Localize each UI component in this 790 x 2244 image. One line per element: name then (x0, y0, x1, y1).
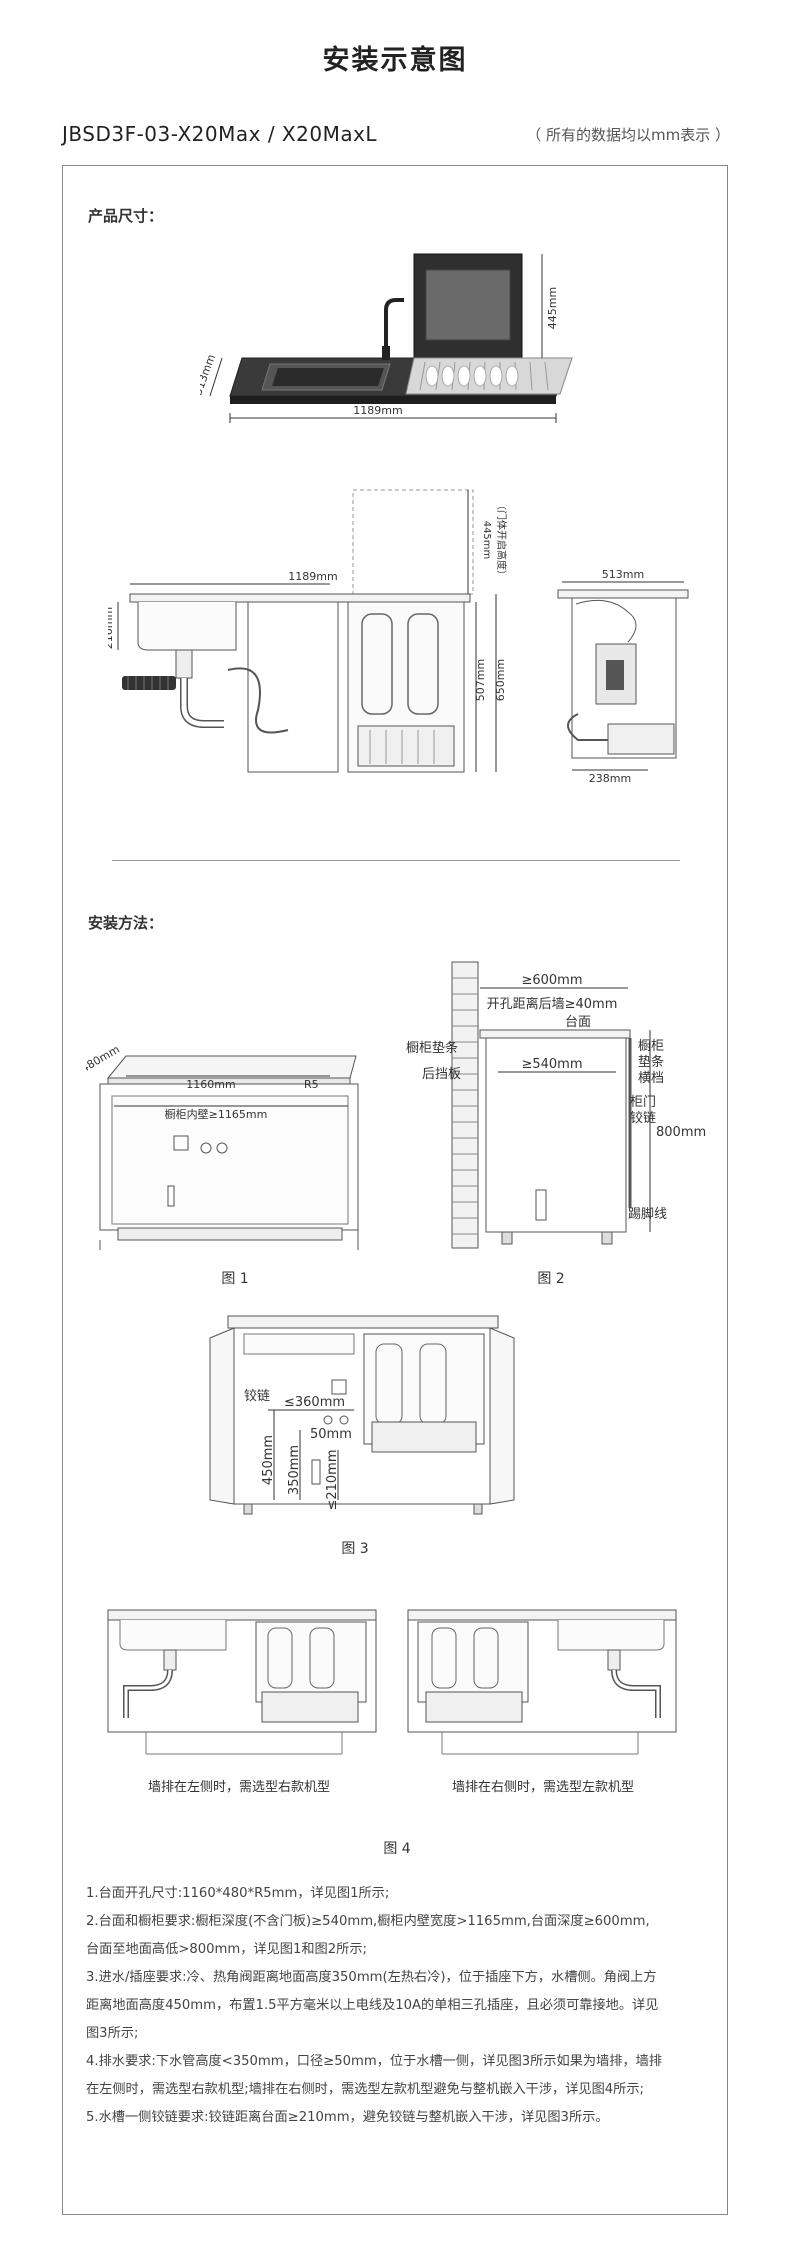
fig2-inner-depth: ≥540mm (521, 1057, 582, 1072)
fig4-right-diagram (407, 1609, 677, 1755)
fig1-inner: 橱柜内壁≥1165mm (165, 1107, 268, 1121)
fig3-installed-view: 铰链 ≤360mm 50mm 450mm 350mm ≤210mm (209, 1315, 515, 1515)
side-top-width: 513mm (602, 568, 644, 581)
fig3-w360: ≤360mm (284, 1395, 345, 1410)
note-line-6: 图3所示; (86, 2026, 139, 2041)
front-open-note: （门体开启高度） (495, 500, 508, 580)
front-open-height: 445mm (481, 521, 492, 560)
page-title: 安装示意图 (322, 45, 468, 76)
fig2-right-label-1: 橱柜 (638, 1039, 664, 1054)
fig2-cab-strip-left: 橱柜垫条 (406, 1040, 458, 1056)
fig1-cabinet-top: 1160mm R5 橱柜内壁≥1165mm 480mm (86, 1043, 359, 1250)
front-sink-depth: 216mm (108, 607, 115, 649)
fig3-h450: 450mm (261, 1435, 276, 1485)
fig2-countertop: 台面 (565, 1015, 591, 1030)
install-heading: 安装方法： (88, 914, 164, 932)
note-line-3: 台面至地面高低>800mm，详见图1和图2所示; (86, 1942, 367, 1957)
fig3-h210: ≤210mm (325, 1449, 340, 1510)
fig2-door: 柜门 (630, 1095, 656, 1110)
note-line-2: 2.台面和橱柜要求:橱柜深度(不含门板)≥540mm,橱柜内壁宽度>1165mm… (86, 1914, 650, 1929)
fig3-caption: 图 3 (341, 1541, 369, 1557)
section-divider (112, 860, 680, 861)
fig2-right-label-2: 垫条 (638, 1054, 664, 1070)
fig2-kick: 踢脚线 (628, 1206, 667, 1222)
fig2-hinge: 铰链 (630, 1111, 656, 1126)
content-frame (62, 165, 728, 2215)
note-line-4: 3.进水/插座要求:冷、热角阀距离地面高度350mm(左热右冷)，位于插座下方，… (86, 1970, 657, 1985)
iso-width-label: 1189mm (353, 404, 402, 417)
fig4-right-note: 墙排在右侧时，需选型左款机型 (452, 1780, 635, 1795)
fig4-caption: 图 4 (383, 1841, 411, 1857)
product-size-heading: 产品尺寸： (88, 207, 164, 225)
front-section-view: 445mm （门体开启高度） 1189mm 216mm 517mm 507mm … (108, 489, 508, 773)
side-bottom-width: 238mm (589, 772, 631, 784)
note-line-7: 4.排水要求:下水管高度<350mm，口径≥50mm，位于水槽一侧，详见图3所示… (86, 2054, 663, 2069)
iso-depth-label: 513mm (200, 353, 218, 397)
fig2-hole-gap: 开孔距离后墙≥40mm (487, 996, 618, 1012)
product-iso-view: 1189mm 445mm 513mm (200, 253, 573, 423)
front-total-height: 650mm (494, 659, 507, 701)
fig2-back-board: 后挡板 (422, 1067, 461, 1082)
note-line-1: 1.台面开孔尺寸:1160*480*R5mm，详见图1所示; (86, 1886, 390, 1901)
fig4-left-note: 墙排在左侧时，需选型右款机型 (148, 1780, 331, 1795)
fig3-h350: 350mm (287, 1445, 302, 1495)
fig3-d50: 50mm (310, 1427, 352, 1442)
iso-height-label: 445mm (546, 287, 559, 329)
fig1-width: 1160mm (186, 1078, 235, 1091)
fig2-height: 800mm (656, 1125, 706, 1140)
fig1-radius: R5 (304, 1078, 319, 1091)
fig2-top-depth: ≥600mm (521, 973, 582, 988)
unit-note: （ 所有的数据均以mm表示 ） (526, 126, 730, 144)
fig2-cabinet-side: ≥600mm 开孔距离后墙≥40mm 台面 ≥540mm 橱柜垫条 后挡板 橱柜… (406, 961, 706, 1249)
fig4-left-diagram (107, 1609, 377, 1755)
note-line-9: 5.水槽一侧铰链要求:铰链距离台面≥210mm，避免铰链与整机嵌入干涉，详见图3… (86, 2110, 609, 2125)
note-line-8: 在左侧时，需选型右款机型;墙排在右侧时，需选型左款机型避免与整机嵌入干涉，详见图… (86, 2082, 644, 2097)
front-top-width: 1189mm (288, 570, 337, 583)
fig2-caption: 图 2 (537, 1271, 565, 1287)
note-line-5: 距离地面高度450mm，布置1.5平方毫米以上电线及10A的单相三孔插座，且必须… (86, 1998, 659, 2013)
model-number: JBSD3F-03-X20Max / X20MaxL (62, 122, 378, 146)
fig1-caption: 图 1 (221, 1271, 249, 1287)
fig3-hinge: 铰链 (244, 1389, 270, 1404)
fig2-right-label-3: 横档 (638, 1071, 664, 1086)
front-machine-height: 507mm (474, 659, 487, 701)
side-view: 513mm 238mm (557, 568, 689, 784)
